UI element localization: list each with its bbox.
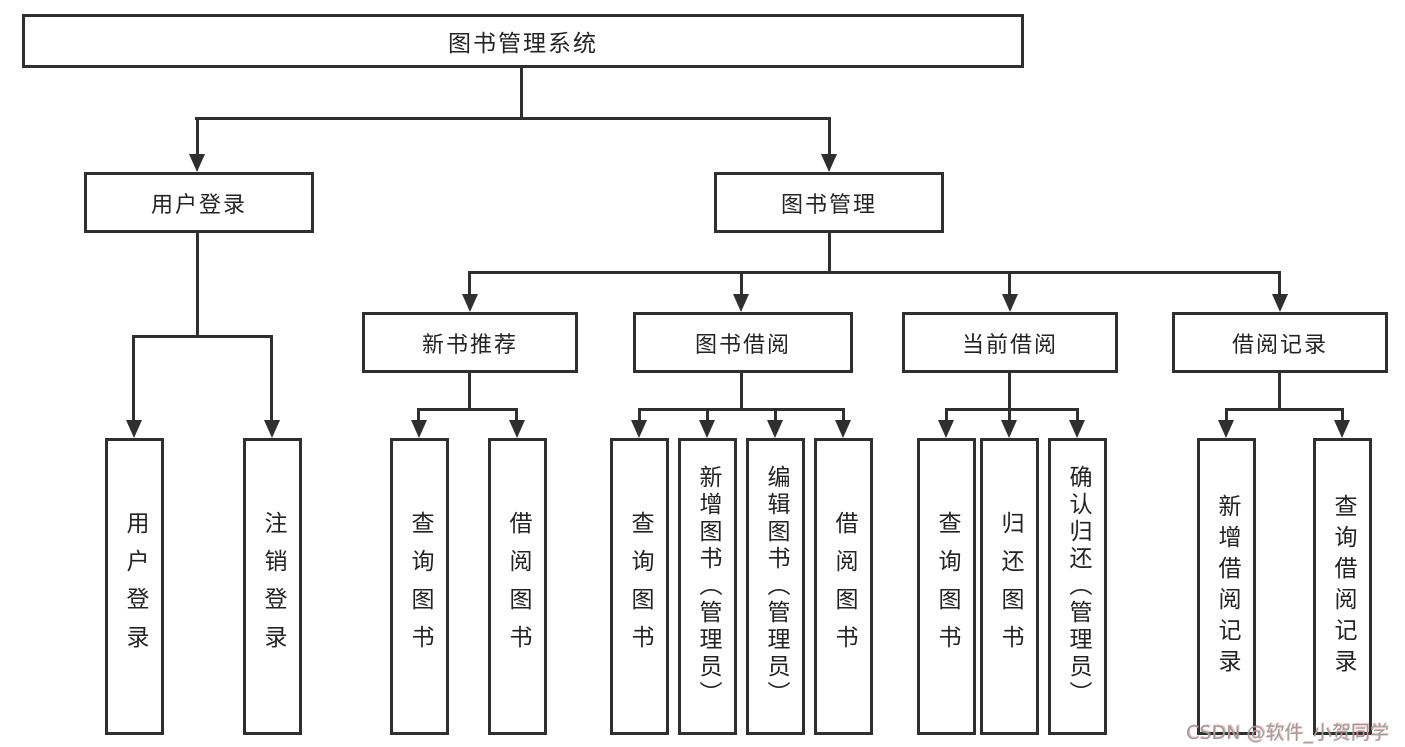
arrow-down-icon (1334, 420, 1350, 438)
arrow-down-icon (835, 420, 851, 438)
connector-h (638, 408, 844, 411)
node-leaf-add-books-admin: 新增图书（管理员） (678, 438, 737, 735)
connector-v (196, 117, 199, 159)
connector-v (1008, 271, 1011, 299)
connector-v (132, 335, 135, 423)
arrow-down-icon (631, 420, 647, 438)
connector-v (196, 233, 199, 335)
arrow-down-icon (938, 420, 954, 438)
node-label: 查询借阅记录 (1330, 493, 1356, 680)
arrow-down-icon (509, 420, 525, 438)
node-leaf-confirm-return-admin: 确认归还（管理员） (1048, 438, 1107, 735)
connector-h (132, 335, 273, 338)
arrow-down-icon (767, 420, 783, 438)
connector-v (828, 233, 831, 271)
connector-v (1008, 408, 1011, 424)
node-label: 查询图书 (407, 510, 433, 663)
node-current-borrowing: 当前借阅 (902, 312, 1118, 373)
arrow-down-icon (462, 294, 478, 312)
node-book-management: 图书管理 (714, 172, 944, 233)
arrow-down-icon (1218, 420, 1234, 438)
node-leaf-user-login: 用户登录 (105, 438, 164, 735)
node-book-borrowing: 图书借阅 (633, 312, 853, 373)
connector-v (774, 408, 777, 424)
connector-v (1008, 373, 1011, 408)
node-leaf-borrow-books: 借阅图书 (814, 438, 873, 735)
node-leaf-borrow-books-recommend: 借阅图书 (488, 438, 547, 735)
arrow-down-icon (733, 294, 749, 312)
node-label: 用户登录 (122, 510, 148, 663)
arrow-down-icon (126, 420, 142, 438)
connector-v (842, 408, 845, 424)
node-label: 查询图书 (934, 510, 960, 663)
node-leaf-query-books-borrowing: 查询图书 (610, 438, 669, 735)
connector-v (468, 373, 471, 408)
arrow-down-icon (1069, 420, 1085, 438)
connector-v (1278, 373, 1281, 408)
node-new-book-recommend: 新书推荐 (362, 312, 578, 373)
arrow-down-icon (411, 420, 427, 438)
node-label: 新书推荐 (421, 332, 518, 358)
connector-v (417, 408, 420, 424)
arrow-down-icon (1272, 294, 1288, 312)
node-label: 借阅图书 (831, 510, 857, 663)
node-label: 借阅图书 (505, 510, 531, 663)
csdn-watermark: CSDN @软件_小贺同学 (1186, 722, 1389, 744)
connector-v (1278, 271, 1281, 299)
connector-v (740, 271, 743, 299)
connector-v (828, 117, 831, 159)
arrow-down-icon (699, 420, 715, 438)
arrow-down-icon (264, 420, 280, 438)
connector-v (706, 408, 709, 424)
arrow-down-icon (1002, 294, 1018, 312)
node-label: 图书管理 (780, 192, 877, 218)
connector-v (945, 408, 948, 424)
connector-h (945, 408, 1078, 411)
connector-h (1225, 408, 1343, 411)
node-label: 借阅记录 (1231, 332, 1328, 358)
connector-v (638, 408, 641, 424)
node-label: 新增借阅记录 (1214, 493, 1240, 680)
node-user-login: 用户登录 (84, 172, 314, 233)
node-label: 确认归还（管理员） (1065, 465, 1091, 708)
node-label: 当前借阅 (961, 332, 1058, 358)
node-library-management-system: 图书管理系统 (22, 14, 1024, 68)
node-label: 新增图书（管理员） (695, 465, 721, 708)
node-leaf-query-borrow-record: 查询借阅记录 (1313, 438, 1372, 735)
node-label: 查询图书 (627, 510, 653, 663)
arrow-down-icon (821, 154, 837, 172)
node-leaf-edit-books-admin: 编辑图书（管理员） (746, 438, 805, 735)
node-leaf-query-books-current: 查询图书 (917, 438, 976, 735)
connector-v (520, 68, 523, 117)
arrow-down-icon (189, 154, 205, 172)
connector-h (418, 408, 518, 411)
connector-v (1341, 408, 1344, 424)
node-label: 注销登录 (260, 510, 286, 663)
node-label: 归还图书 (997, 510, 1023, 663)
connector-v (270, 335, 273, 423)
connector-v (740, 373, 743, 408)
node-borrowing-records: 借阅记录 (1172, 312, 1388, 373)
connector-v (515, 408, 518, 424)
node-label: 编辑图书（管理员） (763, 465, 789, 708)
node-label: 用户登录 (150, 192, 247, 218)
node-leaf-query-books-recommend: 查询图书 (390, 438, 449, 735)
node-leaf-add-borrow-record: 新增借阅记录 (1197, 438, 1256, 735)
connector-v (1076, 408, 1079, 424)
node-label: 图书借阅 (694, 332, 791, 358)
connector-h (468, 271, 1281, 274)
node-leaf-return-books: 归还图书 (980, 438, 1039, 735)
arrow-down-icon (1001, 420, 1017, 438)
connector-h (195, 117, 831, 120)
node-label: 图书管理系统 (448, 31, 598, 57)
connector-v (468, 271, 471, 299)
connector-v (1225, 408, 1228, 424)
node-leaf-logout: 注销登录 (243, 438, 302, 735)
